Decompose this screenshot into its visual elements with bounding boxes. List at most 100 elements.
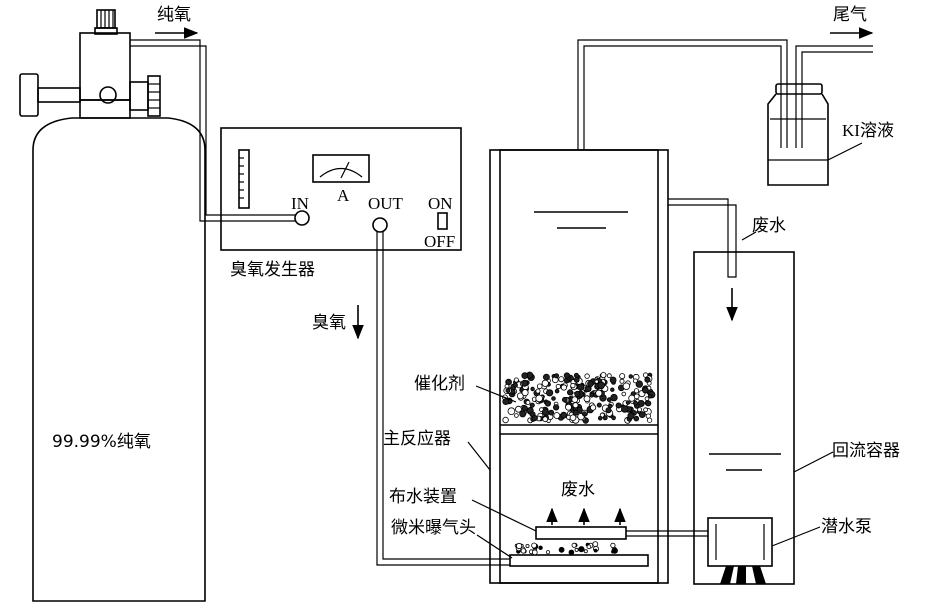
catalyst-granule xyxy=(525,400,531,405)
reactor-wastewater-label: 废水 xyxy=(561,480,595,500)
submersible-pump-label: 潜水泵 xyxy=(821,517,872,537)
submersible-pump xyxy=(707,517,773,584)
ozone-label: 臭氧 xyxy=(312,313,346,333)
aeration-bubble xyxy=(520,548,527,554)
aeration-bubble xyxy=(583,549,588,554)
catalyst-granule xyxy=(565,403,572,411)
catalyst-granule xyxy=(566,389,574,396)
main-reactor: 废水 xyxy=(489,149,669,584)
wastewater-leader xyxy=(741,231,757,241)
flowmeter-gauge xyxy=(238,149,250,209)
catalyst-granule xyxy=(627,412,635,420)
catalyst-granule xyxy=(648,394,653,399)
catalyst-granule xyxy=(572,409,579,416)
aeration-bubble xyxy=(610,542,616,549)
catalyst-granule xyxy=(541,408,549,416)
aeration-bubble xyxy=(611,549,615,554)
catalyst-granule xyxy=(529,402,535,408)
catalyst-granule xyxy=(514,413,519,418)
catalyst-granule xyxy=(633,415,640,422)
catalyst-granule xyxy=(572,402,579,409)
catalyst-granule xyxy=(633,378,638,384)
catalyst-granule xyxy=(584,373,590,379)
reflux-container-label: 回流容器 xyxy=(832,441,900,461)
catalyst-granule xyxy=(513,377,519,383)
in-port-label: IN xyxy=(291,194,309,213)
aeration-bubble xyxy=(515,542,523,550)
catalyst-granule xyxy=(502,398,510,406)
exhaust-label: 尾气 xyxy=(833,5,867,25)
aeration-bubble xyxy=(531,542,537,549)
catalyst-granule xyxy=(573,376,580,383)
aeration-bubble xyxy=(568,549,575,556)
catalyst-granule xyxy=(633,388,640,394)
catalyst-granule xyxy=(554,388,560,394)
catalyst-granule xyxy=(595,389,603,397)
catalyst-granule xyxy=(610,393,618,402)
catalyst-granule xyxy=(553,373,560,379)
reflux-container xyxy=(693,251,795,585)
catalyst-granule xyxy=(609,376,617,384)
oxygen-cylinder-label: 99.99%纯氧 xyxy=(52,432,151,452)
in-port xyxy=(294,210,310,226)
catalyst-granule xyxy=(560,384,568,391)
aeration-bubble xyxy=(531,549,538,556)
ozone-pipe xyxy=(376,232,510,566)
switch-off-label: OFF xyxy=(424,232,455,251)
aeration-bubble xyxy=(586,544,592,550)
catalyst-granule xyxy=(542,416,549,423)
ozone-generator: A IN OUT ON OFF xyxy=(220,127,462,251)
out-port xyxy=(372,217,388,233)
catalyst-granule xyxy=(521,405,528,412)
micro-aerator-leader xyxy=(476,534,513,559)
catalyst-granule xyxy=(561,396,568,403)
aeration-bubble xyxy=(571,542,577,548)
switch-on-label: ON xyxy=(428,194,453,213)
catalyst-granule xyxy=(628,374,633,379)
catalyst-granule xyxy=(521,389,529,397)
catalyst-granule xyxy=(555,383,561,390)
reflux-container-leader xyxy=(793,451,834,473)
catalyst-granule xyxy=(551,396,556,401)
catalyst-granule xyxy=(615,402,622,409)
catalyst-granule xyxy=(611,415,616,421)
ki-solution-label: KI溶液 xyxy=(842,121,894,140)
out-port-label: OUT xyxy=(368,194,404,213)
oxygen-pipe xyxy=(130,39,296,222)
catalyst-granule xyxy=(606,373,612,379)
catalyst-granule xyxy=(560,411,568,419)
main-reactor-leader xyxy=(467,441,491,471)
catalyst-granule xyxy=(563,372,571,379)
catalyst-granule xyxy=(502,416,509,424)
catalyst-granule xyxy=(573,372,579,378)
catalyst-granule xyxy=(519,410,527,418)
catalyst-granule xyxy=(548,409,555,416)
aeration-bubble xyxy=(592,541,599,547)
catalyst-granule xyxy=(544,400,552,407)
catalyst-granule xyxy=(545,389,554,397)
catalyst-granule xyxy=(515,405,522,413)
catalyst-granule xyxy=(645,400,652,407)
catalyst-granule xyxy=(521,372,529,380)
catalyst-granule xyxy=(583,395,591,403)
catalyst-granule xyxy=(552,404,560,411)
catalyst-granule xyxy=(541,379,549,387)
aeration-bubble xyxy=(574,547,579,552)
power-switch xyxy=(437,212,448,230)
aeration-bubble xyxy=(578,546,585,553)
catalyst-granule xyxy=(605,407,612,414)
catalyst-granule xyxy=(597,381,605,390)
aeration-bubble xyxy=(558,546,565,553)
micro-aerator xyxy=(509,554,649,567)
catalyst-granule xyxy=(597,415,603,421)
catalyst-granule xyxy=(596,402,602,408)
catalyst-granule xyxy=(530,386,535,392)
aeration-bubbles xyxy=(514,541,618,556)
catalyst-granule xyxy=(531,414,538,422)
catalyst-granule xyxy=(621,391,627,397)
catalyst-granule xyxy=(619,373,626,380)
aeration-bubble xyxy=(538,545,543,550)
catalyst-granule xyxy=(610,387,615,392)
pure-oxygen-label: 纯氧 xyxy=(157,5,191,25)
